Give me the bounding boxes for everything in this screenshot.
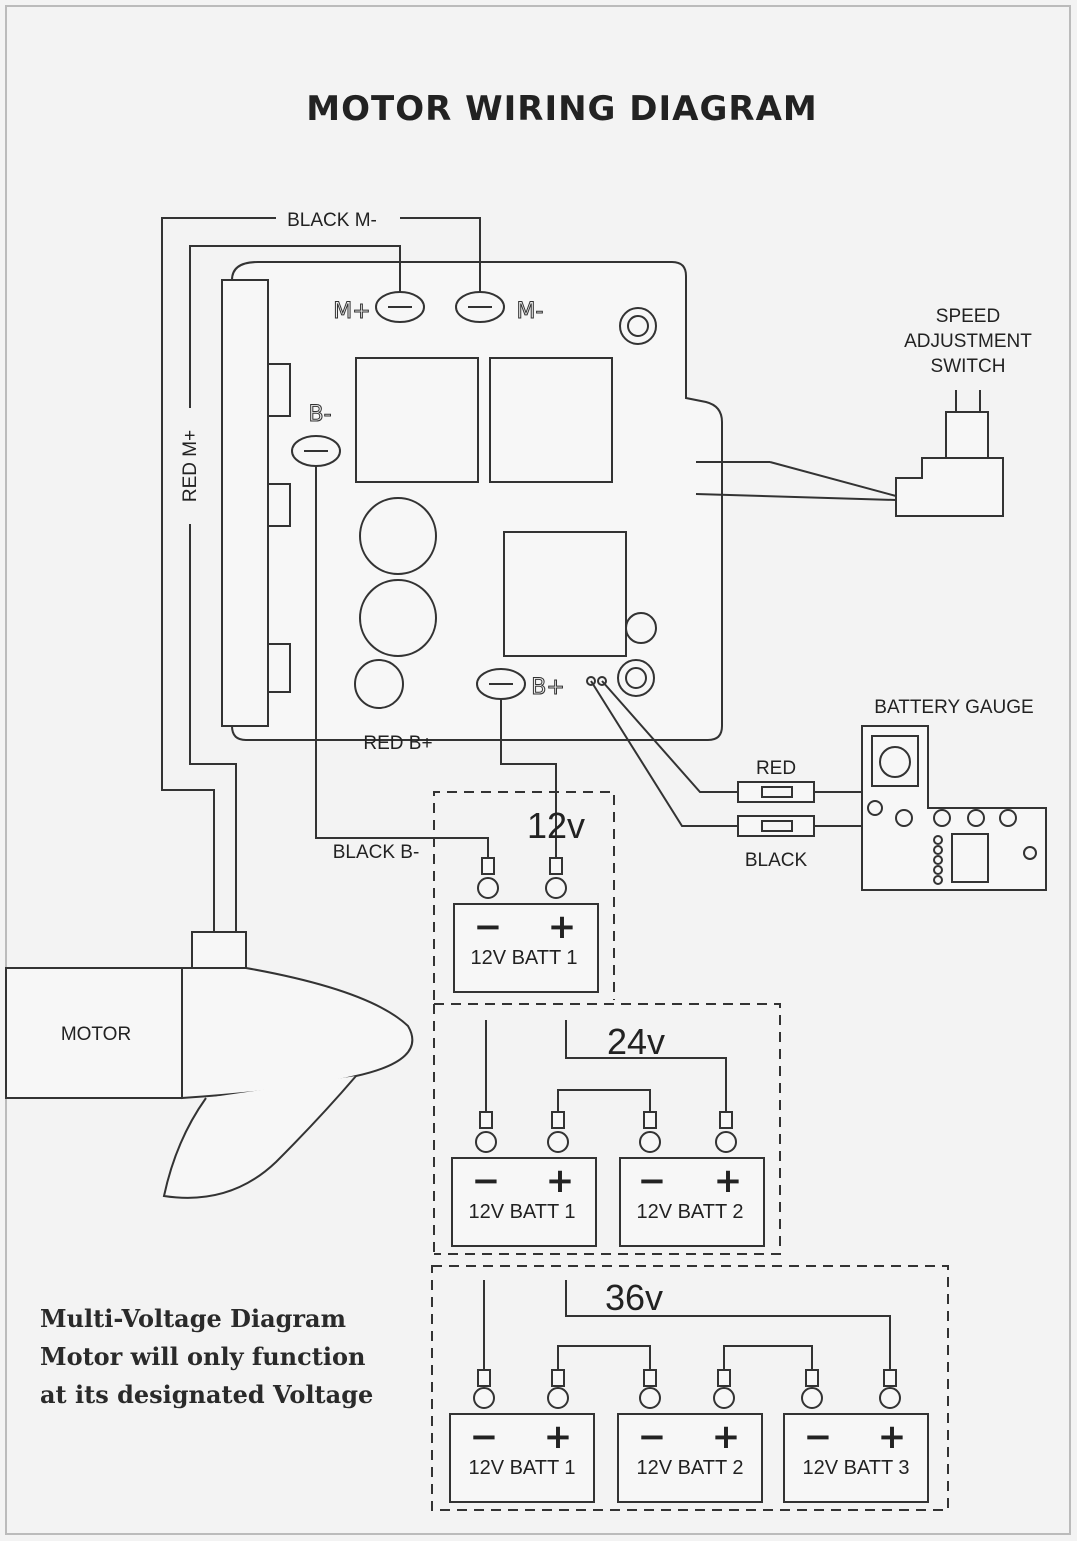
relay-2 <box>489 357 613 483</box>
label-gauge-red: RED <box>756 758 796 779</box>
battery: − + 12V BATT 1 <box>451 1111 597 1247</box>
battery-negative-sign: − <box>474 907 503 947</box>
motor-label: MOTOR <box>61 1024 131 1045</box>
note-line-3: at its designated Voltage <box>40 1380 374 1409</box>
battery-negative-sign: − <box>470 1417 499 1457</box>
battery-label: 12V BATT 1 <box>468 1201 575 1223</box>
mount-tab-2 <box>267 483 291 527</box>
battery: − + 12V BATT 1 <box>449 1369 595 1503</box>
wire-black-b-minus <box>315 466 489 858</box>
speed-switch-label-1: SPEED <box>936 306 1000 327</box>
terminal-b-plus-label: B+ <box>531 675 565 700</box>
battery: − + 12V BATT 2 <box>619 1111 765 1247</box>
config-24v: 24v − + 12V BATT 1 − + 12V BATT 2 <box>433 1003 781 1255</box>
battery-positive-sign: + <box>544 1417 573 1457</box>
battery-label: 12V BATT 2 <box>636 1457 743 1479</box>
motor-nose <box>181 967 414 1100</box>
config-12v: 12v − + 12V BATT 1 <box>433 791 615 1000</box>
heatsink-bar <box>221 279 269 727</box>
note-line-1: Multi-Voltage Diagram <box>40 1304 346 1333</box>
multi-voltage-note: Multi-Voltage Diagram Motor will only fu… <box>40 1300 440 1414</box>
speed-switch-label-3: SWITCH <box>931 356 1006 377</box>
terminal-m-plus-label: M+ <box>333 299 370 324</box>
battery: − + 12V BATT 3 <box>783 1369 929 1503</box>
battery-positive-sign: + <box>714 1161 743 1201</box>
battery: − + 12V BATT 1 <box>453 857 599 993</box>
relay-3 <box>503 531 627 657</box>
wire-black-m-minus <box>400 217 481 292</box>
config-12v-outline <box>433 791 615 1000</box>
battery-label: 12V BATT 3 <box>802 1457 909 1479</box>
battery-negative-sign: − <box>472 1161 501 1201</box>
mount-tab-3 <box>267 643 291 693</box>
mount-hole-mid <box>625 612 657 644</box>
label-red-b-plus: RED B+ <box>363 733 432 754</box>
battery-negative-sign: − <box>804 1417 833 1457</box>
diagram-title: MOTOR WIRING DIAGRAM <box>306 89 817 129</box>
jumper-36v-1 <box>557 1345 651 1370</box>
config-24v-voltage: 24v <box>607 1021 665 1062</box>
config-36v-voltage: 36v <box>605 1277 663 1318</box>
mount-tab-1 <box>267 363 291 417</box>
gauge-button <box>879 746 911 778</box>
terminal-b-minus-label: B- <box>308 402 331 427</box>
note-line-2: Motor will only function <box>40 1342 366 1371</box>
relay-1 <box>355 357 479 483</box>
config-36v: 36v − + 12V BATT 1 − + 12V BATT 2 <box>431 1265 949 1511</box>
jumper-36v-2 <box>723 1345 813 1370</box>
wire-red-m-plus <box>189 245 401 408</box>
terminal-m-minus-label: M- <box>517 299 544 324</box>
battery-negative-sign: − <box>638 1417 667 1457</box>
page-border <box>5 5 1071 1535</box>
label-gauge-black: BLACK <box>745 850 808 871</box>
battery-label: 12V BATT 2 <box>636 1201 743 1223</box>
battery-positive-sign: + <box>546 1161 575 1201</box>
capacitor-2 <box>359 579 437 657</box>
speed-switch-knob <box>945 411 989 459</box>
label-red-m-plus: RED M+ <box>180 430 201 502</box>
battery: − + 12V BATT 2 <box>617 1369 763 1503</box>
capacitor-3 <box>354 659 404 709</box>
wire-red-b-plus <box>500 699 557 858</box>
config-24v-outline <box>434 1003 781 1255</box>
battery-positive-sign: + <box>712 1417 741 1457</box>
battery-label: 12V BATT 1 <box>470 947 577 969</box>
label-black-m-minus: BLACK M- <box>287 210 377 231</box>
motor-fin <box>162 1075 357 1199</box>
battery-positive-sign: + <box>548 907 577 947</box>
jumper-24v <box>557 1089 651 1112</box>
battery-label: 12V BATT 1 <box>468 1457 575 1479</box>
config-36v-outline <box>431 1265 949 1511</box>
speed-switch-body <box>895 457 1004 517</box>
gauge-chip <box>951 833 989 883</box>
trolling-motor: MOTOR <box>5 931 414 1199</box>
capacitor-1 <box>359 497 437 575</box>
label-black-b-minus: BLACK B- <box>333 842 420 863</box>
config-12v-voltage: 12v <box>527 805 585 846</box>
battery-gauge-label: BATTERY GAUGE <box>874 697 1033 718</box>
battery-positive-sign: + <box>878 1417 907 1457</box>
battery-negative-sign: − <box>638 1161 667 1201</box>
speed-switch-label-2: ADJUSTMENT <box>904 331 1032 352</box>
